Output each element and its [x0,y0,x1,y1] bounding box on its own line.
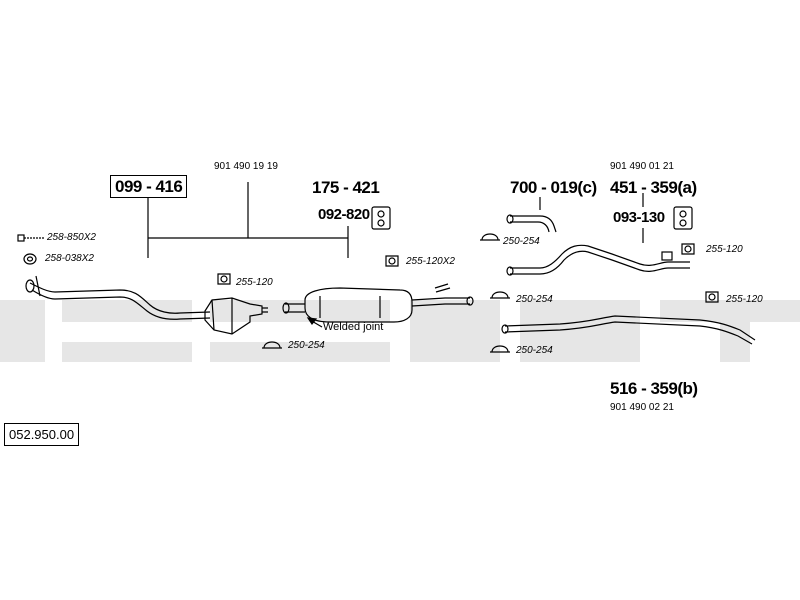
tail-pipe-c [506,214,557,233]
part-451-359a: 451 - 359(a) [610,178,697,197]
oem-number-3: 901 490 02 21 [610,402,674,413]
label-258-038x2: 258-038X2 [45,253,94,264]
part-093-130: 093-130 [613,209,665,226]
label-258-850x2: 258-850X2 [47,232,96,243]
mount-icon-255-120-a [217,273,231,285]
bolt-icon [17,234,44,242]
rear-pipe-b [501,315,756,345]
label-250-254-a: 250-254 [288,340,325,351]
label-250-254-b: 250-254 [503,236,540,247]
welded-joint-label: Welded joint [323,321,384,333]
clamp-icon-250-254-a [262,341,282,349]
gasket-icon [23,253,37,265]
mount-icon-255-120x2 [385,255,399,267]
part-516-359b: 516 - 359(b) [610,379,698,398]
welded-joint-arrow [306,317,323,328]
front-pipe [25,275,211,320]
part-700-019c: 700 - 019(c) [510,178,597,197]
rear-pipe-a [506,244,690,276]
hanger-093-130 [673,206,693,230]
leader-lines-front [147,182,644,258]
oem-number-2: 901 490 01 21 [610,161,674,172]
label-255-120x2: 255-120X2 [406,256,455,267]
clamp-icon-250-254-d [490,345,510,353]
label-250-254-c: 250-254 [516,294,553,305]
clamp-icon-250-254-c [490,291,510,299]
mount-icon-255-120-c [705,291,719,303]
label-250-254-d: 250-254 [516,345,553,356]
middle-silencer [282,283,474,323]
part-175-421: 175 - 421 [312,178,380,197]
label-255-120-b: 255-120 [706,244,743,255]
drawing-number: 052.950.00 [4,423,80,446]
label-255-120-c: 255-120 [726,294,763,305]
watermark [0,300,800,362]
part-099-416: 099 - 416 [110,175,188,198]
catalytic-converter [204,297,268,335]
oem-number-1: 901 490 19 19 [214,161,278,172]
clamp-icon-250-254-b [480,233,500,241]
hanger-092-820 [371,206,391,230]
mount-icon-255-120-b [681,243,695,255]
label-255-120-a: 255-120 [236,277,273,288]
part-092-820: 092-820 [318,206,370,223]
